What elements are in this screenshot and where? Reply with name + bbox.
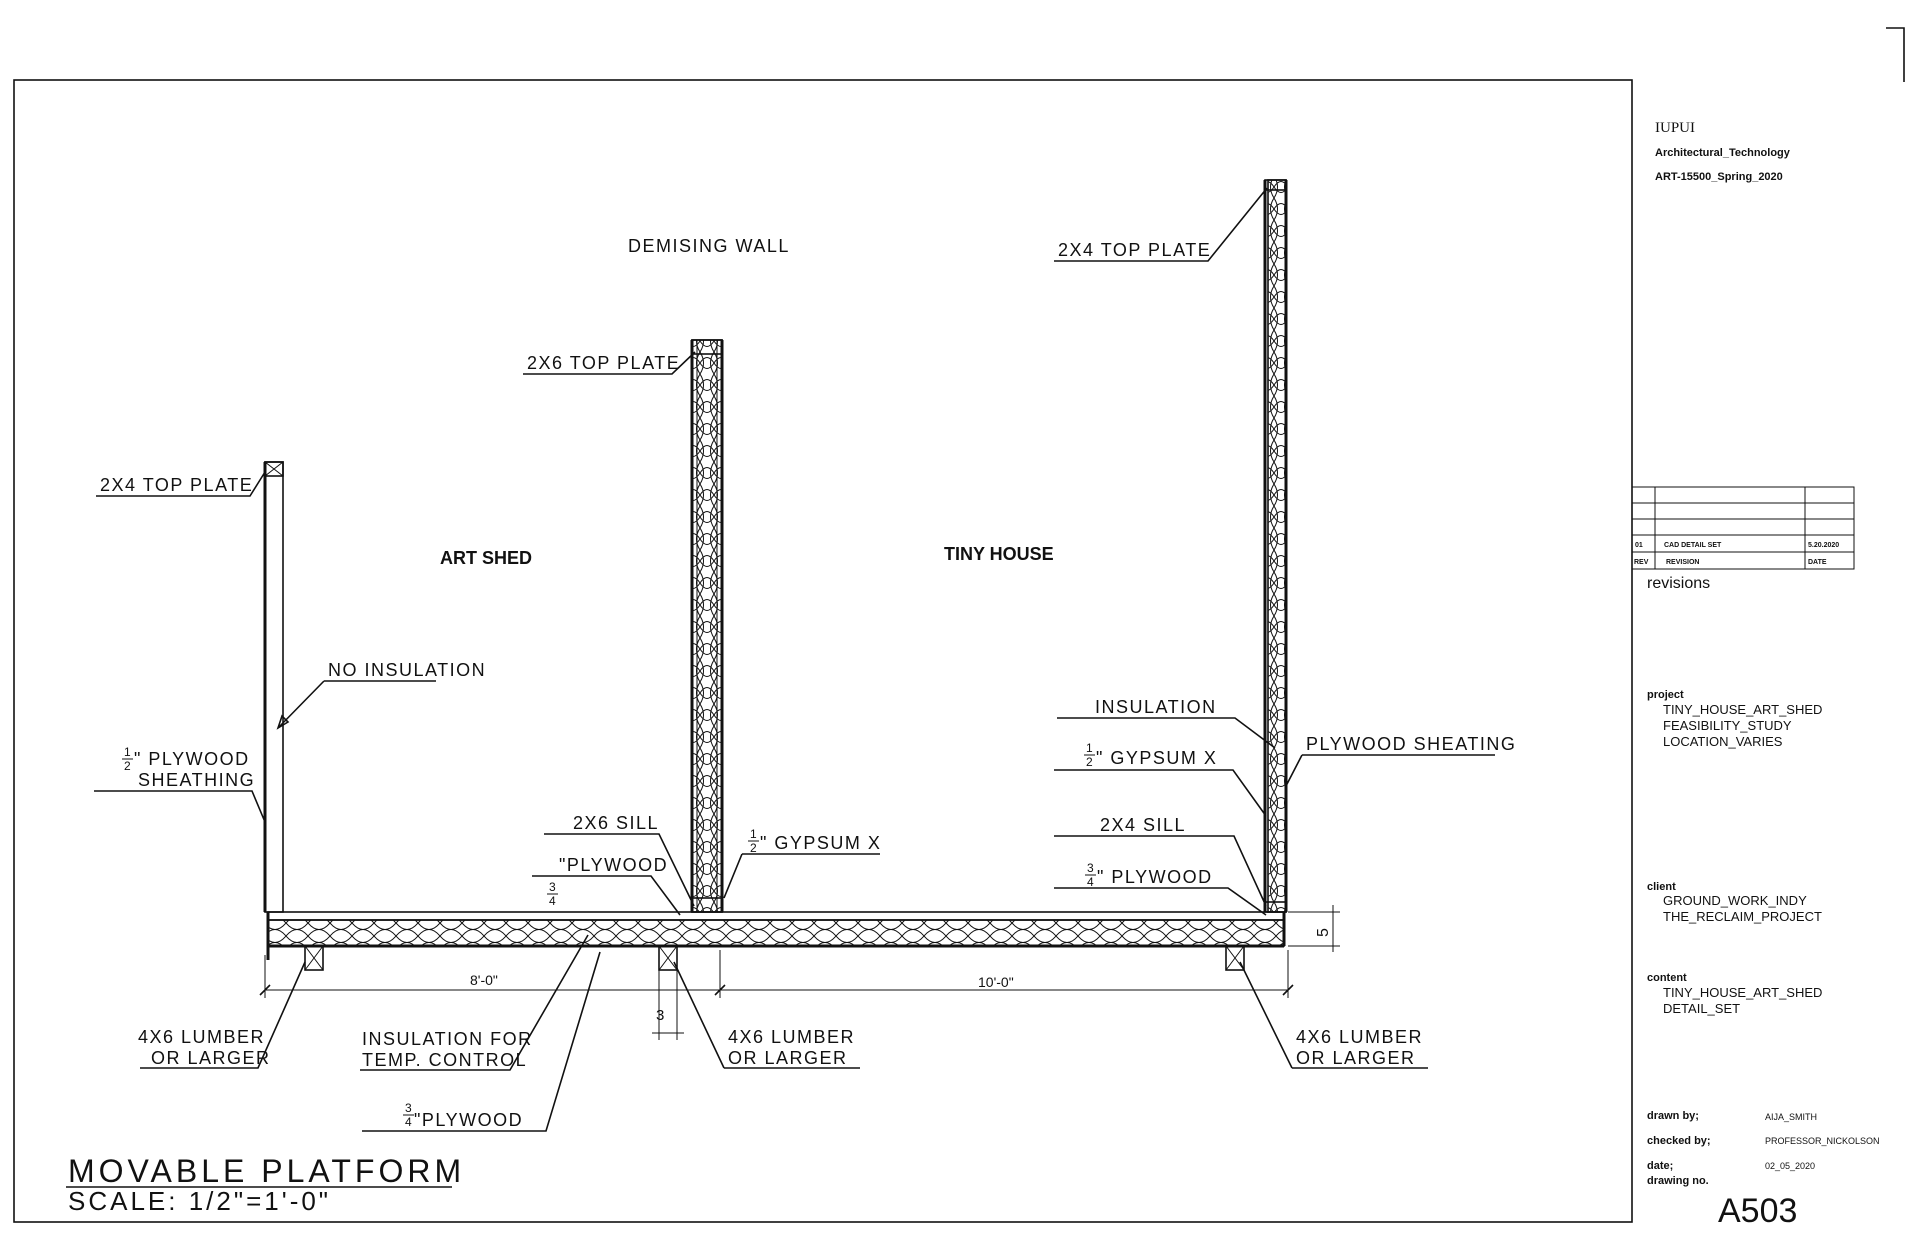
- svg-text:4: 4: [1087, 875, 1094, 889]
- drawing-title: MOVABLE PLATFORM: [68, 1153, 465, 1189]
- rev-row-date: 5.20.2020: [1808, 542, 1839, 549]
- rev-header-date: DATE: [1808, 559, 1827, 566]
- date-label: date;: [1647, 1160, 1673, 1172]
- rev-header-num: REV: [1634, 559, 1649, 566]
- svg-text:OR LARGER: OR LARGER: [1296, 1048, 1416, 1068]
- client-line-1: GROUND_WORK_INDY: [1663, 893, 1807, 908]
- svg-text:"PLYWOOD: "PLYWOOD: [559, 855, 668, 875]
- lumber-block-mid: [658, 945, 678, 971]
- svg-text:4: 4: [405, 1115, 412, 1129]
- dim-lumber-width: 3: [656, 1007, 664, 1024]
- svg-text:" PLYWOOD: " PLYWOOD: [1097, 867, 1213, 887]
- dim-10-0: 10'-0": [978, 974, 1014, 990]
- svg-text:4: 4: [549, 894, 556, 908]
- svg-text:4X6 LUMBER: 4X6 LUMBER: [138, 1027, 265, 1047]
- drawing-border: [13, 79, 1633, 1223]
- drawing-number: A503: [1718, 1192, 1797, 1230]
- label-plywood-right: 3 4 " PLYWOOD: [1054, 861, 1267, 916]
- label-top-plate-left: 2X4 TOP PLATE: [100, 475, 253, 495]
- project-label: project: [1647, 689, 1684, 701]
- label-2x6-sill: 2X6 SILL: [573, 813, 659, 833]
- svg-text:OR LARGER: OR LARGER: [728, 1048, 848, 1068]
- drawing-scale: SCALE: 1/2"=1'-0": [68, 1186, 331, 1216]
- label-plywood-bottom: 3 4 "PLYWOOD: [362, 951, 601, 1132]
- wall-right: [1263, 179, 1288, 913]
- label-lumber-mid: 4X6 LUMBER OR LARGER: [673, 961, 860, 1069]
- project-line-1: TINY_HOUSE_ART_SHED: [1663, 702, 1822, 717]
- checked-by-label: checked by;: [1647, 1135, 1711, 1147]
- room-label-tiny-house: TINY HOUSE: [944, 544, 1054, 564]
- svg-text:2: 2: [1086, 755, 1093, 769]
- svg-text:TEMP. CONTROL: TEMP. CONTROL: [362, 1050, 527, 1070]
- dimension-lines: 8'-0" 10'-0" 5 3: [259, 905, 1340, 1040]
- svg-text:3: 3: [549, 880, 556, 894]
- svg-text:2: 2: [750, 841, 757, 855]
- svg-text:3: 3: [405, 1101, 412, 1115]
- drawn-by-label: drawn by;: [1647, 1110, 1699, 1122]
- drawing-no-label: drawing no.: [1647, 1175, 1709, 1187]
- svg-text:" GYPSUM X: " GYPSUM X: [1096, 748, 1217, 768]
- label-plywood-mid: 3 4 "PLYWOOD: [532, 855, 681, 916]
- svg-text:4X6 LUMBER: 4X6 LUMBER: [728, 1027, 855, 1047]
- revisions-table: 01 CAD DETAIL SET 5.20.2020 REV REVISION…: [1631, 486, 1855, 570]
- label-sheathing: SHEATHING: [138, 770, 255, 790]
- client-label: client: [1647, 881, 1676, 893]
- wall-left: [263, 461, 284, 913]
- label-top-plate-2x6: 2X6 TOP PLATE: [527, 353, 680, 373]
- content-label: content: [1647, 972, 1687, 984]
- label-plywood-sheathing-left: 1 2 " PLYWOOD SHEATHING: [94, 745, 266, 823]
- label-insulation-right: INSULATION: [1095, 697, 1217, 717]
- svg-text:3: 3: [1087, 861, 1094, 875]
- school-name: IUPUI: [1655, 120, 1695, 136]
- client-line-2: THE_RECLAIM_PROJECT: [1663, 909, 1822, 924]
- label-top-plate-right: 2X4 TOP PLATE: [1058, 240, 1211, 260]
- program-name: Architectural_Technology: [1655, 147, 1791, 159]
- rev-row-num: 01: [1635, 542, 1643, 549]
- dim-deck-thickness: 5: [1315, 928, 1332, 937]
- label-lumber-right: 4X6 LUMBER OR LARGER: [1239, 961, 1428, 1069]
- svg-text:1: 1: [124, 745, 131, 759]
- date-value: 02_05_2020: [1765, 1161, 1815, 1171]
- lumber-block-right: [1225, 945, 1245, 971]
- revisions-label: revisions: [1647, 575, 1710, 592]
- platform-section: ART SHED TINY HOUSE DEMISING WALL 2X4 TO…: [66, 179, 1516, 1216]
- rev-header-desc: REVISION: [1666, 559, 1699, 566]
- label-gypsum-right: 1 2 " GYPSUM X: [1054, 741, 1267, 817]
- label-demising-wall: DEMISING WALL: [628, 236, 790, 256]
- svg-text:1: 1: [1086, 741, 1093, 755]
- svg-text:OR LARGER: OR LARGER: [151, 1048, 271, 1068]
- rev-row-desc: CAD DETAIL SET: [1664, 542, 1722, 549]
- svg-text:" GYPSUM X: " GYPSUM X: [760, 833, 881, 853]
- room-label-art-shed: ART SHED: [440, 548, 532, 568]
- title-block: IUPUI Architectural_Technology ART-15500…: [1631, 120, 1880, 1230]
- wall-demising: [690, 339, 724, 913]
- label-no-insulation: NO INSULATION: [328, 660, 486, 680]
- content-line-2: DETAIL_SET: [1663, 1001, 1740, 1016]
- svg-text:INSULATION FOR: INSULATION FOR: [362, 1029, 533, 1049]
- label-2x4-sill: 2X4 SILL: [1100, 815, 1186, 835]
- svg-text:1: 1: [750, 827, 757, 841]
- label-gypsum-mid: 1 2 " GYPSUM X: [723, 827, 881, 899]
- svg-text:4X6 LUMBER: 4X6 LUMBER: [1296, 1027, 1423, 1047]
- label-lumber-left: 4X6 LUMBER OR LARGER: [138, 961, 306, 1069]
- course-name: ART-15500_Spring_2020: [1655, 171, 1783, 183]
- drawn-by-value: AIJA_SMITH: [1765, 1112, 1817, 1122]
- content-line-1: TINY_HOUSE_ART_SHED: [1663, 985, 1822, 1000]
- label-plywood-sheating: PLYWOOD SHEATING: [1306, 734, 1516, 754]
- svg-text:2: 2: [124, 759, 131, 773]
- lumber-block-left: [304, 945, 324, 971]
- label-plywood-1: " PLYWOOD: [134, 749, 250, 769]
- dim-8-0: 8'-0": [470, 972, 498, 988]
- label-insulation-temp: INSULATION FOR TEMP. CONTROL: [360, 934, 589, 1071]
- project-line-2: FEASIBILITY_STUDY: [1663, 718, 1792, 733]
- project-line-3: LOCATION_VARIES: [1663, 734, 1783, 749]
- svg-text:"PLYWOOD: "PLYWOOD: [414, 1110, 523, 1130]
- checked-by-value: PROFESSOR_NICKOLSON: [1765, 1136, 1880, 1146]
